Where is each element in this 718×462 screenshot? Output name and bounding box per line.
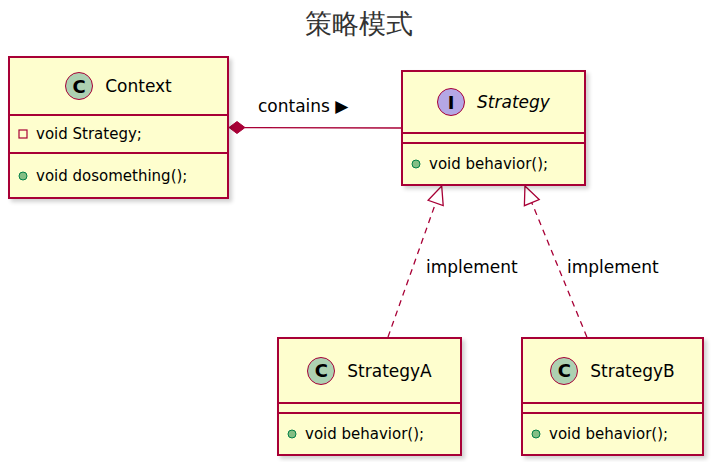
edge-label: implement — [424, 257, 520, 277]
public-method-dot — [19, 172, 27, 180]
method-text: void behavior(); — [429, 155, 548, 173]
attribute-compartment — [523, 402, 702, 412]
public-method-dot — [288, 430, 296, 438]
method-row: void behavior(); — [287, 425, 452, 443]
method-text: void behavior(); — [549, 425, 668, 443]
private-field-square — [19, 130, 27, 138]
uml-class-box: C StrategyB void behavior(); — [521, 337, 704, 456]
class-name: StrategyA — [347, 361, 431, 381]
method-compartment: void dosomething(); — [10, 152, 227, 197]
class-header: C Context — [10, 58, 227, 114]
attribute-text: void Strategy; — [36, 125, 142, 143]
edge-label: contains ▶ — [256, 96, 350, 116]
association-line — [245, 127, 401, 129]
uml-class-box: C Context void Strategy; void dosomething()… — [8, 56, 229, 199]
class-name: StrategyB — [590, 361, 675, 381]
attribute-compartment — [279, 402, 460, 412]
method-text: void dosomething(); — [36, 167, 187, 185]
method-compartment: void behavior(); — [279, 412, 460, 454]
stereotype-circle: C — [307, 357, 335, 385]
uml-class-box: C StrategyA void behavior(); — [277, 337, 462, 456]
method-compartment: void behavior(); — [403, 142, 584, 184]
method-row: void behavior(); — [411, 155, 576, 173]
public-method-dot — [532, 430, 540, 438]
private-field-icon — [18, 129, 28, 139]
method-text: void behavior(); — [305, 425, 424, 443]
attribute-compartment: void Strategy; — [10, 114, 227, 152]
attribute-row: void Strategy; — [18, 125, 219, 143]
class-header: I Strategy — [403, 72, 584, 132]
diagram-title: 策略模式 — [0, 6, 718, 42]
stereotype-circle: I — [437, 88, 465, 116]
class-header: C StrategyB — [523, 339, 702, 402]
stereotype-circle: C — [550, 357, 578, 385]
public-method-dot — [412, 160, 420, 168]
method-compartment: void behavior(); — [523, 412, 702, 454]
method-row: void behavior(); — [531, 425, 694, 443]
stereotype-circle: C — [65, 72, 93, 100]
method-row: void dosomething(); — [18, 167, 219, 185]
class-header: C StrategyA — [279, 339, 460, 402]
public-method-icon — [411, 159, 421, 169]
realization-triangle — [524, 186, 539, 206]
class-name: Strategy — [477, 92, 550, 112]
edge-label: implement — [565, 257, 661, 277]
attribute-compartment — [403, 132, 584, 142]
public-method-icon — [287, 429, 297, 439]
uml-class-box: I Strategy void behavior(); — [401, 70, 586, 186]
realization-triangle — [428, 186, 443, 206]
public-method-icon — [18, 171, 28, 181]
class-name: Context — [105, 76, 172, 96]
connector — [245, 127, 401, 128]
composition-diamond — [229, 122, 245, 134]
public-method-icon — [531, 429, 541, 439]
